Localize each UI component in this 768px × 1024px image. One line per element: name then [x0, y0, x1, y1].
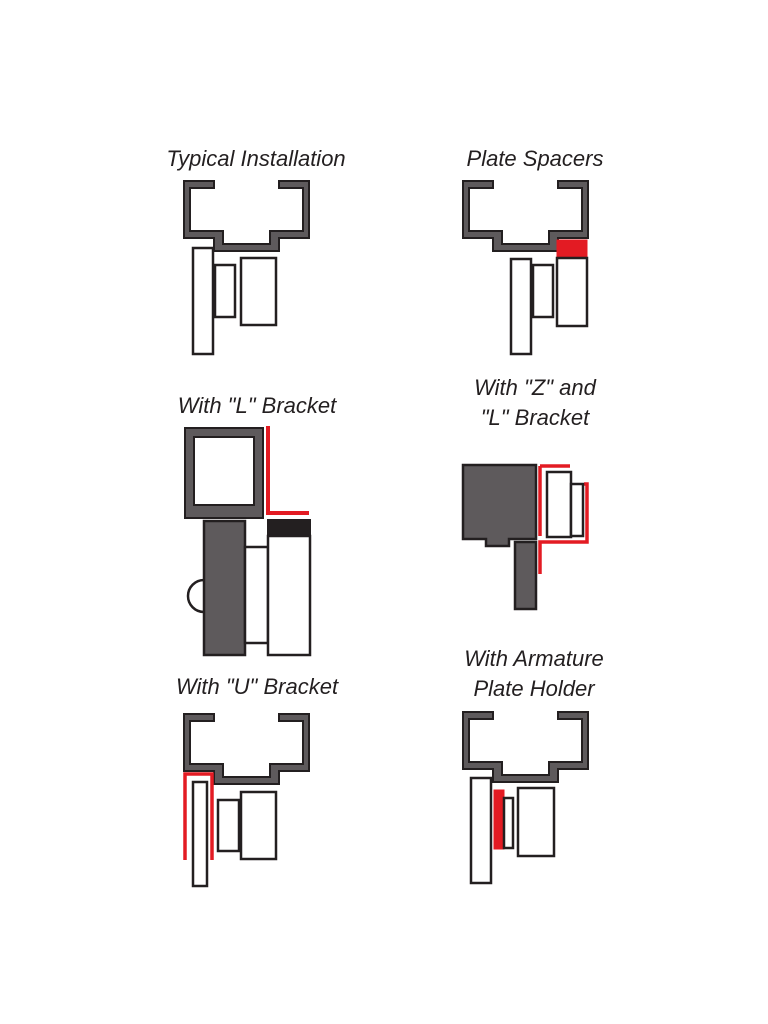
bracket-cap: [267, 519, 311, 537]
plate-spacer: [556, 239, 588, 259]
caption-zl-bracket-line2: "L" Bracket: [480, 405, 590, 430]
magnet-body: [545, 470, 573, 539]
z-bracket: [538, 482, 589, 574]
magnet-body: [239, 790, 278, 861]
diagram-zl-bracket: [461, 463, 589, 611]
armature-plate-holder: [493, 789, 505, 850]
diagram-l-bracket: [184, 426, 312, 657]
l-bracket: [266, 426, 309, 515]
caption-plate-spacers: Plate Spacers: [466, 146, 604, 171]
magnet-body: [555, 256, 589, 328]
door-panel: [202, 519, 247, 657]
armature-plate: [502, 796, 515, 850]
frame-header: [461, 463, 538, 548]
door-frame: [469, 776, 493, 885]
magnet-body: [239, 256, 278, 327]
armature-plate: [531, 263, 555, 319]
magnet-body: [516, 786, 556, 858]
diagram-plate-spacers: [462, 180, 589, 356]
armature-plate: [213, 263, 237, 319]
square-header-hollow: [193, 436, 255, 506]
caption-armature-holder-line2: Plate Holder: [473, 676, 595, 701]
caption-l-bracket: With "L" Bracket: [177, 393, 337, 418]
armature-plate: [243, 545, 270, 645]
magnet-body: [266, 534, 312, 657]
caption-u-bracket: With "U" Bracket: [175, 674, 339, 699]
door-frame: [191, 780, 209, 888]
diagram-typical-installation: [183, 180, 310, 356]
diagram-armature-holder: [462, 711, 589, 885]
door-frame: [191, 246, 215, 356]
door-handle: [186, 578, 205, 614]
diagram-u-bracket: [183, 713, 310, 888]
door-panel: [513, 540, 538, 611]
caption-typical-installation: Typical Installation: [166, 146, 346, 171]
u-bracket: [183, 772, 214, 860]
caption-armature-holder-line1: With Armature: [464, 646, 604, 671]
caption-zl-bracket-line1: With "Z" and: [474, 375, 596, 400]
door-frame: [509, 257, 533, 356]
armature-plate: [569, 482, 585, 538]
armature-plate: [216, 798, 241, 853]
header-channel: [462, 711, 589, 783]
header-channel: [183, 180, 310, 252]
